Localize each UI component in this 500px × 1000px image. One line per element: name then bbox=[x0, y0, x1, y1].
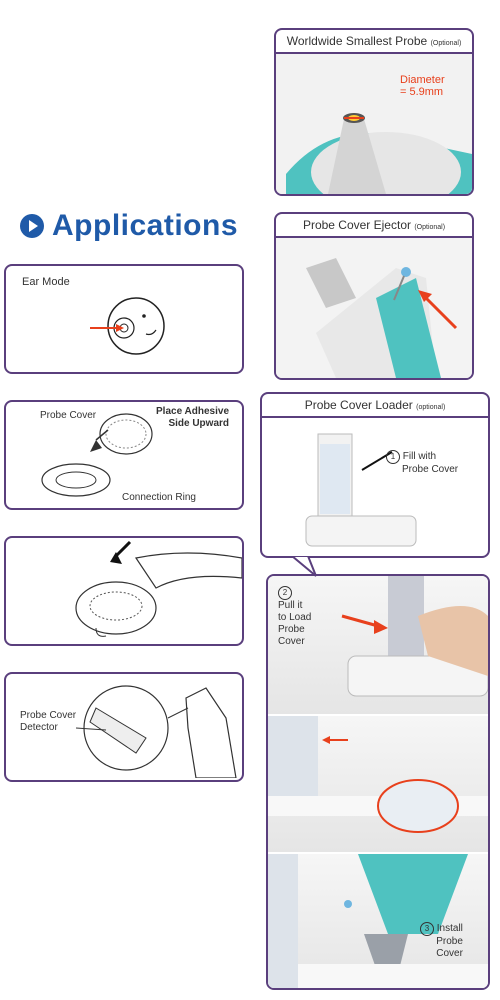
loader-panel: Probe Cover Loader (optional) 1 Fill wit… bbox=[260, 392, 490, 558]
detector-illustration bbox=[76, 685, 237, 778]
ear-mode-panel: Ear Mode bbox=[4, 264, 244, 374]
step-2-number: 2 bbox=[278, 586, 292, 600]
loader-title: Probe Cover Loader (optional) bbox=[304, 398, 446, 412]
ejector-panel: Probe Cover Ejector (Optional) bbox=[274, 212, 474, 380]
ejector-title: Probe Cover Ejector (Optional) bbox=[302, 218, 446, 232]
diameter-label: Diameter = 5.9mm bbox=[400, 74, 445, 98]
step-2-label: 2 Pull it to Load Probe Cover bbox=[278, 586, 312, 647]
detector-label: Probe Cover Detector bbox=[20, 710, 77, 733]
step-1-number: 1 bbox=[386, 450, 400, 464]
probe-photo bbox=[276, 54, 472, 194]
step-1-label: 1 Fill with Probe Cover bbox=[386, 450, 486, 476]
step-2-photo bbox=[268, 576, 488, 714]
smallest-probe-panel: Worldwide Smallest Probe (Optional) Diam… bbox=[274, 28, 474, 196]
loader-steps-panel: 2 Pull it to Load Probe Cover 3 Install … bbox=[266, 574, 490, 990]
loader-callout-pointer bbox=[290, 556, 317, 577]
adhesive-label: Place Adhesive Side Upward bbox=[156, 406, 230, 429]
step-3-label: 3 Install Probe Cover bbox=[420, 922, 463, 960]
loader-photo bbox=[305, 433, 417, 547]
step-3-number: 3 bbox=[420, 922, 434, 936]
ear-mode-label: Ear Mode bbox=[22, 276, 70, 288]
probe-cover-illustration bbox=[41, 413, 153, 497]
probe-cover-panel: Probe Cover Place Adhesive Side Upward C… bbox=[4, 400, 244, 510]
smallest-probe-title: Worldwide Smallest Probe (Optional) bbox=[286, 34, 462, 48]
step-3-photo bbox=[268, 854, 488, 988]
attach-panel bbox=[4, 536, 244, 646]
detector-panel: Probe Cover Detector bbox=[4, 672, 244, 782]
play-circle-icon bbox=[20, 214, 44, 238]
ear-mode-illustration bbox=[90, 297, 165, 355]
applications-heading: Applications bbox=[20, 208, 238, 244]
probe-cover-label: Probe Cover bbox=[40, 410, 97, 421]
connection-ring-label: Connection Ring bbox=[122, 492, 196, 503]
attach-illustration bbox=[75, 540, 242, 637]
ejector-photo bbox=[276, 238, 472, 378]
loaded-cover-photo bbox=[268, 716, 488, 852]
